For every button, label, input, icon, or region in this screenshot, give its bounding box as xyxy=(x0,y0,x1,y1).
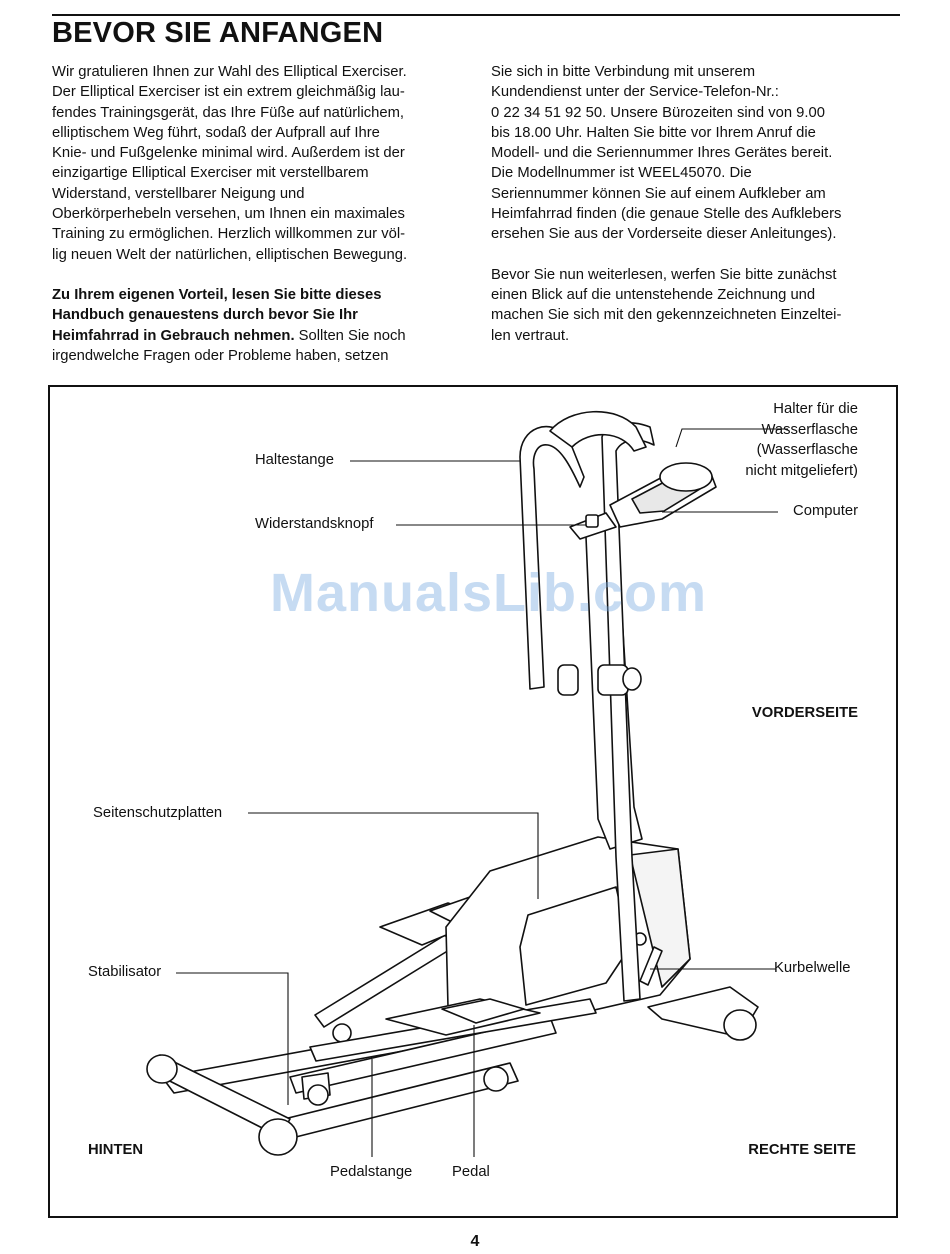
label-crankshaft: Kurbelwelle xyxy=(774,960,851,976)
label-bottle-holder: Halter für die Wasserflasche (Wasserflas… xyxy=(745,399,858,481)
label-front-side: VORDERSEITE xyxy=(751,705,858,721)
text-line: Seriennummer können Sie auf einem Aufkle… xyxy=(491,185,826,202)
label-resistance-knob: Widerstandsknopf xyxy=(255,516,374,532)
handlebar-rear xyxy=(519,425,585,690)
label-computer: Computer xyxy=(793,503,858,519)
text-line: fendes Trainingsgerät, das Ihre Füße auf… xyxy=(52,104,405,121)
bold-notice-line: Zu Ihrem eigenen Vorteil, lesen Sie bitt… xyxy=(52,286,382,303)
text-line: Heimfahrrad finden (die genaue Stelle de… xyxy=(491,206,842,223)
front-stabilizer-cap xyxy=(723,1009,757,1041)
rear-stabilizer-cap-left xyxy=(146,1054,178,1084)
bold-notice-segment: Heimfahrrad in Gebrauch nehmen. xyxy=(52,327,295,344)
bold-notice-line: Handbuch genauestens durch bevor Sie Ihr xyxy=(52,307,358,324)
text-line: Kundendienst unter der Service-Telefon-N… xyxy=(491,84,779,101)
text-line: irgendwelche Fragen oder Probleme haben,… xyxy=(52,347,389,364)
rail-wheel-right xyxy=(483,1066,509,1092)
bottle-holder xyxy=(659,462,713,492)
text-line: Wir gratulieren Ihnen zur Wahl des Ellip… xyxy=(52,64,407,80)
label-side-shields: Seitenschutzplatten xyxy=(93,805,223,821)
text-line: machen Sie sich mit den gekennzeichneten… xyxy=(491,307,842,324)
text-line: 0 22 34 51 92 50. Unsere Bürozeiten sind… xyxy=(491,104,825,121)
leader-seitenschutzplatten xyxy=(248,812,539,899)
text-line: Widerstand, verstellbarer Neigung und xyxy=(52,185,305,202)
label-pedal-bar: Pedalstange xyxy=(330,1164,413,1180)
text-line: Oberkörperhebeln versehen, um Ihnen ein … xyxy=(52,206,405,223)
intro-paragraph: Wir gratulieren Ihnen zur Wahl des Ellip… xyxy=(52,62,472,265)
text-line: Sie sich in bitte Verbindung mit unserem xyxy=(491,64,756,80)
right-pedal-arm xyxy=(289,1016,557,1094)
text-line: ersehen Sie aus der Vorderseite dieser A… xyxy=(491,226,837,243)
housing-front xyxy=(629,848,691,988)
crank-arm xyxy=(639,946,663,986)
handlebar-right xyxy=(549,410,647,452)
text-line: elliptischem Weg führt, sodaß der Aufpra… xyxy=(52,124,380,141)
left-pedal-roller xyxy=(332,1023,352,1043)
page-number: 4 xyxy=(470,1233,480,1250)
text-line: Modell- und die Seriennummer Ihres Gerät… xyxy=(491,145,833,162)
text-line: einen Blick auf die untenstehende Zeichn… xyxy=(491,286,816,303)
watermark: ManualsLib.com xyxy=(270,563,708,623)
label-stabilizer: Stabilisator xyxy=(88,964,162,980)
page-title: BEVOR SIE ANFANGEN xyxy=(52,17,384,49)
left-column: Wir gratulieren Ihnen zur Wahl des Ellip… xyxy=(52,62,472,386)
drawing-intro-paragraph: Bevor Sie nun weiterlesen, werfen Sie bi… xyxy=(491,265,903,346)
label-pedal: Pedal xyxy=(452,1164,490,1180)
text-segment: Sollten Sie noch xyxy=(294,327,406,344)
label-handlebar: Haltestange xyxy=(255,452,334,468)
pivot-cap xyxy=(622,667,642,691)
label-right-side: RECHTE SEITE xyxy=(748,1142,856,1158)
stabilizer-wheel xyxy=(307,1084,329,1106)
leader-stabilisator xyxy=(176,972,289,1105)
top-rule xyxy=(52,14,900,16)
text-line: Training zu ermöglichen. Herzlich willko… xyxy=(52,226,406,243)
service-paragraph: Sie sich in bitte Verbindung mit unserem… xyxy=(491,62,903,245)
pivot-hub-left xyxy=(557,664,579,696)
label-line: nicht mitgeliefert) xyxy=(745,462,858,479)
text-line: Knie- und Fußgelenke minimal wird. Außer… xyxy=(52,145,405,162)
text-line: Heimfahrrad in Gebrauch nehmen. Sollten … xyxy=(52,326,472,346)
right-pedal-top xyxy=(441,998,525,1024)
text-line: len vertraut. xyxy=(491,327,570,344)
right-column: Sie sich in bitte Verbindung mit unserem… xyxy=(491,62,903,366)
label-line: Wasserflasche xyxy=(761,421,858,438)
text-line: Der Elliptical Exerciser ist ein extrem … xyxy=(52,84,405,101)
label-line: (Wasserflasche xyxy=(756,442,858,458)
notice-paragraph: Zu Ihrem eigenen Vorteil, lesen Sie bitt… xyxy=(52,285,472,366)
text-line: Bevor Sie nun weiterlesen, werfen Sie bi… xyxy=(491,266,837,283)
text-line: lig neuen Welt der natürlichen, elliptis… xyxy=(52,246,408,263)
parts-diagram: ManualsLib.com Halter für die Wasserflas… xyxy=(48,385,898,1218)
label-line: Halter für die xyxy=(773,401,858,417)
label-rear: HINTEN xyxy=(88,1142,144,1158)
resistance-knob xyxy=(585,514,599,528)
rear-stabilizer-cap-right xyxy=(258,1118,298,1156)
leader-halter xyxy=(675,428,788,448)
text-line: einzigartige Elliptical Exerciser mit ve… xyxy=(52,165,369,182)
text-line: Die Modellnummer ist WEEL45070. Die xyxy=(491,165,752,182)
text-line: bis 18.00 Uhr. Halten Sie bitte vor Ihre… xyxy=(491,124,816,141)
elliptical-trainer-drawing xyxy=(146,410,788,1157)
leader-lines xyxy=(176,428,788,1157)
